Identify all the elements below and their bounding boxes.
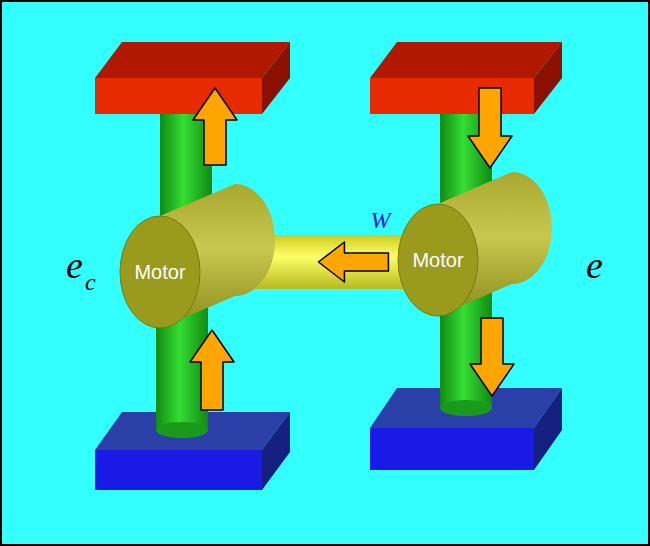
- motor-label-box: Motor: [408, 247, 467, 273]
- hot-plate: [95, 42, 290, 114]
- cold-plate: [95, 412, 290, 490]
- hot-plate: [370, 42, 562, 114]
- energy-symbol: e: [586, 246, 603, 284]
- motor-label-box: Motor: [130, 259, 189, 285]
- motor-name: Motor: [134, 261, 185, 283]
- work-label: W: [370, 208, 390, 232]
- motor-cylinder: [398, 172, 552, 316]
- motor-name: Motor: [412, 249, 463, 271]
- energy-symbol: e: [66, 246, 83, 284]
- heat-arrow: [190, 88, 514, 410]
- symbol-subscript: c: [85, 270, 96, 294]
- work-arrow: [318, 242, 388, 282]
- cold-plate: [370, 388, 562, 470]
- motor-cylinder: [120, 184, 275, 328]
